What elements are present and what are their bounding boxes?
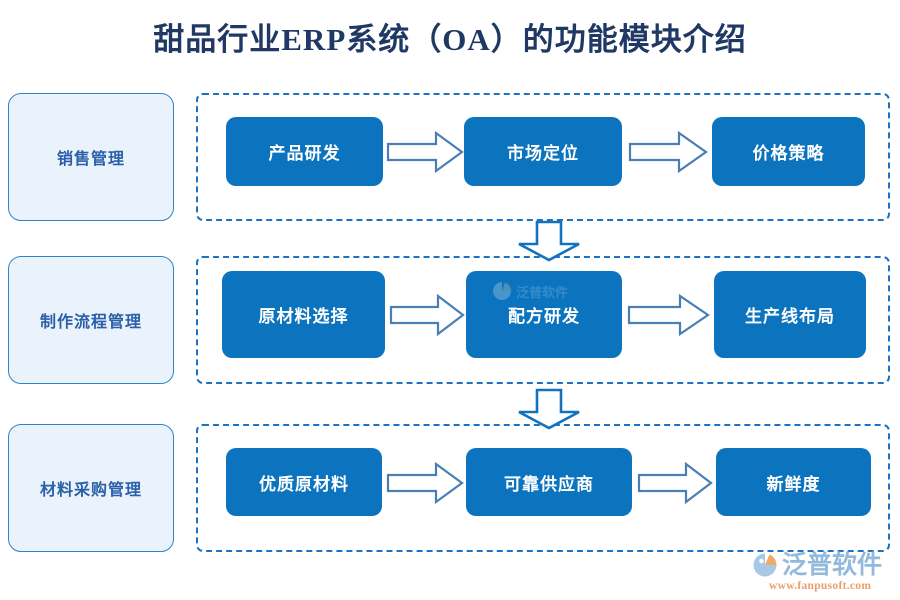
down-arrow-icon: [516, 388, 582, 430]
right-arrow-icon: [389, 292, 465, 338]
step-label: 市场定位: [507, 144, 579, 163]
right-arrow-icon: [628, 129, 708, 175]
step-label: 配方研发: [508, 307, 580, 326]
down-arrow-icon: [516, 220, 582, 262]
brand-name: 泛普软件: [782, 551, 883, 579]
category-box-material-procurement[interactable]: 材料采购管理: [8, 424, 174, 552]
step-box-quality-raw-materials[interactable]: 优质原材料: [226, 448, 382, 516]
brand-row: 泛普软件: [752, 550, 900, 580]
step-box-raw-material-selection[interactable]: 原材料选择: [222, 271, 385, 358]
step-box-freshness[interactable]: 新鲜度: [716, 448, 871, 516]
step-label: 生产线布局: [745, 307, 835, 326]
category-box-sales[interactable]: 销售管理: [8, 93, 174, 221]
step-box-production-line-layout[interactable]: 生产线布局: [714, 271, 866, 358]
category-box-production-process[interactable]: 制作流程管理: [8, 256, 174, 384]
step-label: 优质原材料: [259, 474, 349, 494]
step-label: 价格策略: [752, 144, 825, 163]
category-label: 制作流程管理: [39, 314, 142, 331]
row-frame-sales: [196, 93, 890, 221]
category-label: 销售管理: [56, 151, 125, 168]
step-label: 产品研发: [268, 144, 341, 163]
step-label: 新鲜度: [766, 474, 821, 494]
step-box-pricing-strategy[interactable]: 价格策略: [712, 117, 865, 186]
page-title: 甜品行业ERP系统（OA）的功能模块介绍: [153, 22, 747, 57]
right-arrow-icon: [637, 460, 713, 506]
fanpu-logo-icon: [753, 553, 777, 577]
step-label: 可靠供应商: [504, 474, 594, 494]
brand-logo: 泛普软件 www.fanpusoft.com: [752, 550, 900, 598]
step-box-market-positioning[interactable]: 市场定位: [464, 117, 622, 186]
right-arrow-icon: [627, 292, 710, 338]
right-arrow-icon: [386, 460, 464, 506]
step-box-product-development[interactable]: 产品研发: [226, 117, 383, 186]
brand-url: www.fanpusoft.com: [769, 580, 872, 592]
step-box-reliable-supplier[interactable]: 可靠供应商: [466, 448, 632, 516]
right-arrow-icon: [386, 129, 464, 175]
step-label: 原材料选择: [258, 307, 349, 326]
step-box-formula-development[interactable]: 配方研发: [466, 271, 622, 358]
category-label: 材料采购管理: [39, 482, 142, 499]
